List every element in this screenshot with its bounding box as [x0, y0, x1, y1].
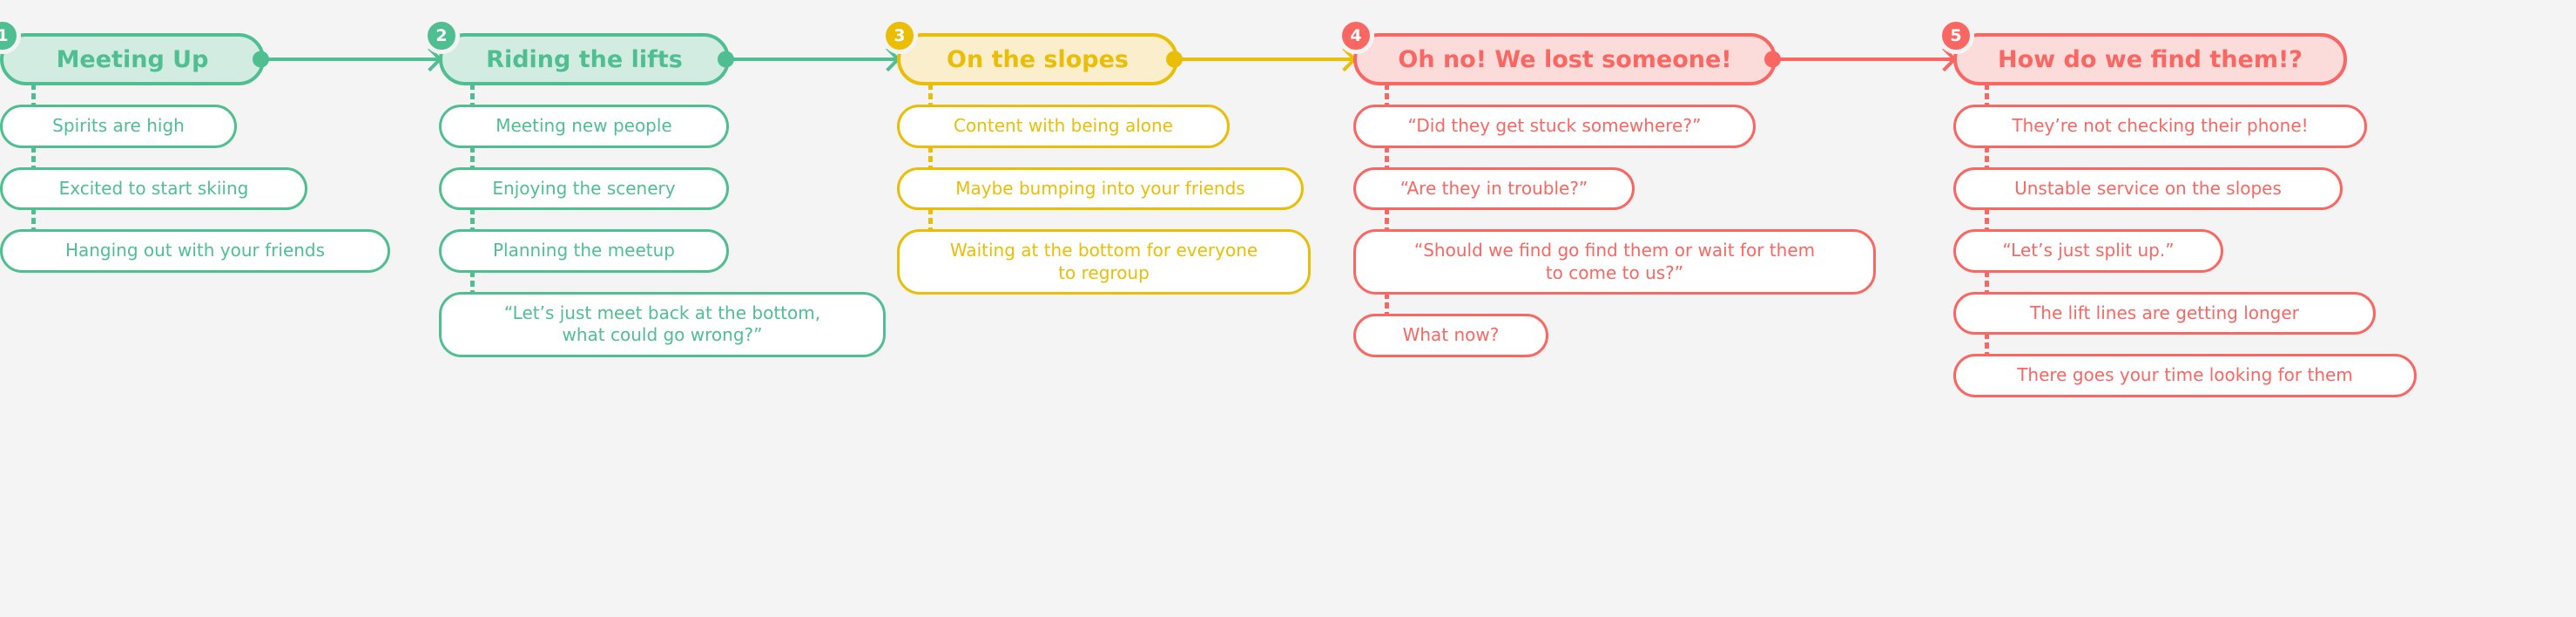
stage-header-pill[interactable]: 4 Oh no! We lost someone!	[1338, 17, 1781, 85]
step-number-badge: 5	[1938, 17, 1974, 54]
stage-item-pill[interactable]: Spirits are high	[0, 105, 237, 148]
stage-item-pill[interactable]: “Are they in trouble?”	[1353, 166, 1635, 211]
list-item: “Did they get stuck somewhere?”	[1353, 84, 1953, 148]
stage-item-label: What now?	[1402, 324, 1500, 346]
stage-item-label: “Let’s just meet back at the bottom, wha…	[503, 302, 821, 346]
step-number-badge: 2	[423, 17, 460, 54]
connector-dot	[718, 51, 734, 68]
list-item: Planning the meetup	[439, 208, 897, 273]
stage-item-pill[interactable]: Enjoying the scenery	[439, 166, 729, 211]
list-item: Spirits are high	[0, 84, 439, 148]
stage-item-pill[interactable]: Maybe bumping into your friends	[897, 166, 1304, 211]
stage-header-label: Oh no! We lost someone!	[1398, 45, 1732, 73]
list-item: Waiting at the bottom for everyone to re…	[897, 208, 1353, 295]
stage-item-label: Spirits are high	[52, 115, 185, 136]
connector-dot	[253, 51, 269, 68]
list-item: Hanging out with your friends	[0, 208, 439, 273]
stage-item-label: They’re not checking their phone!	[2012, 115, 2309, 136]
stage-header-row: 3 On the slopes	[881, 17, 1353, 85]
list-item: “Let’s just split up.”	[1953, 208, 2417, 273]
stage-item-label: “Did they get stuck somewhere?”	[1407, 115, 1702, 136]
stage-item-label: Excited to start skiing	[58, 177, 249, 199]
stage-item-label: The lift lines are getting longer	[2030, 302, 2299, 323]
stage-item-pill[interactable]: Unstable service on the slopes	[1953, 166, 2343, 211]
stage-connector-arrow-icon	[1178, 58, 1353, 61]
list-item: “Let’s just meet back at the bottom, wha…	[439, 270, 897, 357]
stage-item-list: They’re not checking their phone! Unstabl…	[1953, 84, 2417, 397]
stage-item-pill[interactable]: What now?	[1353, 314, 1548, 357]
stage-item-label: Unstable service on the slopes	[2014, 177, 2282, 199]
stage-item-pill[interactable]: Meeting new people	[439, 105, 729, 148]
connector-dot	[1166, 51, 1183, 68]
stage-header-label: Meeting Up	[56, 45, 209, 73]
list-item: Meeting new people	[439, 84, 897, 148]
stage-item-label: Hanging out with your friends	[64, 240, 326, 261]
stage-item-pill[interactable]: Planning the meetup	[439, 229, 729, 273]
connector-dot	[1764, 51, 1781, 68]
stage-header-row: 4 Oh no! We lost someone!	[1338, 17, 1953, 85]
stage-item-label: “Are they in trouble?”	[1399, 177, 1588, 199]
stage-item-pill[interactable]: Waiting at the bottom for everyone to re…	[897, 229, 1311, 295]
list-item: Maybe bumping into your friends	[897, 146, 1353, 211]
list-item: Content with being alone	[897, 84, 1353, 148]
list-item: “Are they in trouble?”	[1353, 146, 1953, 211]
stage-connector-arrow-icon	[730, 58, 897, 61]
stage-item-label: Meeting new people	[496, 115, 672, 136]
stage-item-pill[interactable]: Excited to start skiing	[0, 166, 307, 211]
stage-item-pill[interactable]: “Did they get stuck somewhere?”	[1353, 105, 1756, 148]
list-item: Excited to start skiing	[0, 146, 439, 211]
stage-item-pill[interactable]: The lift lines are getting longer	[1953, 291, 2376, 336]
stage-item-label: Enjoying the scenery	[492, 177, 676, 199]
stage-item-label: Maybe bumping into your friends	[955, 177, 1245, 199]
list-item: Unstable service on the slopes	[1953, 146, 2417, 211]
stage-item-pill[interactable]: Hanging out with your friends	[0, 229, 390, 273]
stage-item-label: Planning the meetup	[493, 240, 675, 261]
list-item: There goes your time looking for them	[1953, 333, 2417, 397]
step-number-badge: 1	[0, 17, 21, 54]
stage-item-pill[interactable]: They’re not checking their phone!	[1953, 105, 2367, 148]
stage-header-pill[interactable]: 3 On the slopes	[881, 17, 1183, 85]
stage-item-pill[interactable]: Content with being alone	[897, 105, 1230, 148]
stage-item-label: There goes your time looking for them	[2017, 364, 2353, 386]
stage-item-pill[interactable]: “Let’s just meet back at the bottom, wha…	[439, 291, 886, 357]
journey-column-4: 4 Oh no! We lost someone! “Did they get st…	[1338, 0, 1953, 357]
step-number-badge: 4	[1338, 17, 1374, 54]
stage-item-label: Waiting at the bottom for everyone to re…	[949, 240, 1258, 283]
list-item: The lift lines are getting longer	[1953, 270, 2417, 336]
stage-header-label: How do we find them!?	[1998, 45, 2303, 73]
stage-connector-arrow-icon	[1777, 58, 1953, 61]
stage-item-pill[interactable]: There goes your time looking for them	[1953, 354, 2417, 397]
stage-header-label: Riding the lifts	[486, 45, 683, 73]
stage-connector-arrow-icon	[265, 58, 439, 61]
list-item: Enjoying the scenery	[439, 146, 897, 211]
stage-item-label: “Let’s just split up.”	[2002, 240, 2175, 261]
stage-header-label: On the slopes	[947, 45, 1129, 73]
stage-item-label: Content with being alone	[953, 115, 1173, 136]
stage-item-list: “Did they get stuck somewhere?” “Are they…	[1353, 84, 1953, 357]
stage-item-pill[interactable]: “Should we find go find them or wait for…	[1353, 229, 1876, 295]
list-item: What now?	[1353, 293, 1953, 357]
stage-item-label: “Should we find go find them or wait for…	[1413, 240, 1816, 283]
stage-item-pill[interactable]: “Let’s just split up.”	[1953, 229, 2223, 273]
list-item: They’re not checking their phone!	[1953, 84, 2417, 148]
step-number-badge: 3	[881, 17, 918, 54]
list-item: “Should we find go find them or wait for…	[1353, 208, 1953, 295]
